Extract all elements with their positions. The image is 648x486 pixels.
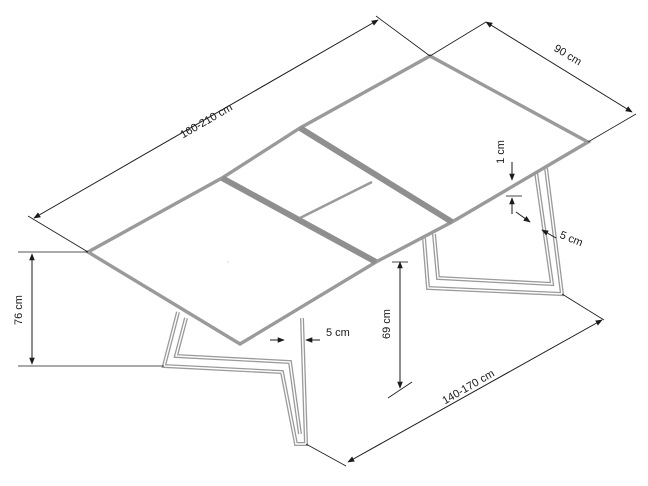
frame-width-right-dimension: 5 cm <box>515 211 585 249</box>
clearance-label: 69 cm <box>381 309 393 339</box>
base-length-dimension: 140-170 cm <box>305 293 605 467</box>
frame-width-right-label: 5 cm <box>558 229 585 249</box>
width-label: 90 cm <box>552 43 584 69</box>
thickness-dimension: 1 cm <box>495 140 522 214</box>
height-dimension: 76 cm <box>13 251 164 367</box>
clearance-dimension: 69 cm <box>381 261 413 399</box>
frame-width-front-label: 5 cm <box>326 327 350 339</box>
thickness-label: 1 cm <box>495 140 507 164</box>
frame-width-front-dimension: 5 cm <box>270 327 350 343</box>
right-leg <box>422 167 565 297</box>
height-label: 76 cm <box>13 295 25 325</box>
base-length-label: 140-170 cm <box>440 368 496 407</box>
length-label: 160-210 cm <box>178 102 234 141</box>
left-leg <box>161 311 309 446</box>
table-top <box>84 54 592 346</box>
